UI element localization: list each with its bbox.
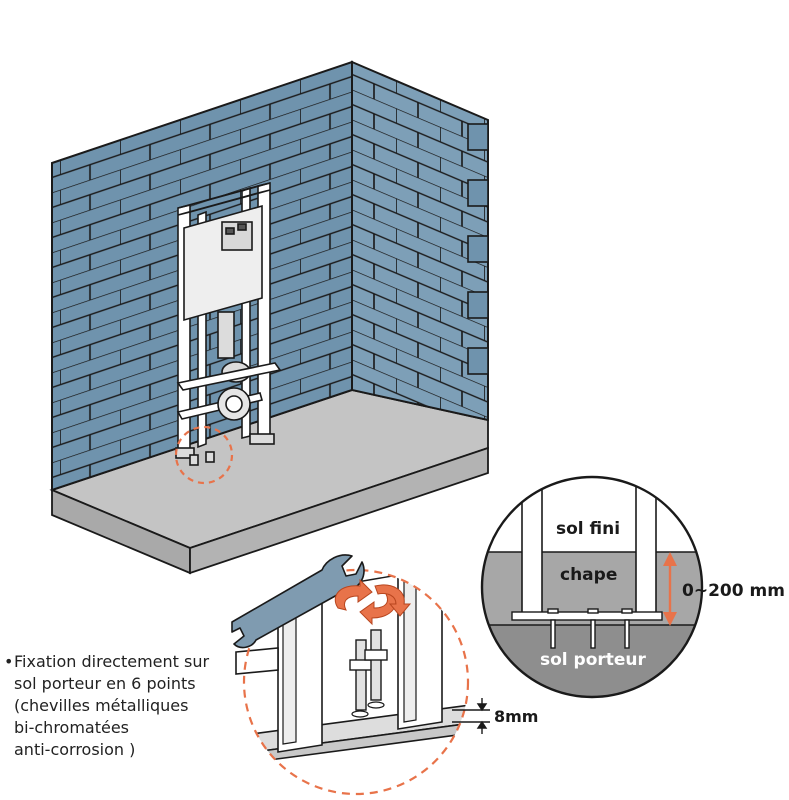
floor-slab — [49, 389, 489, 575]
wrench-icon — [231, 554, 365, 649]
wc-frame — [175, 181, 282, 466]
note-text-1: Fixation directement sur — [14, 652, 210, 671]
sol-fini-label: sol fini — [556, 519, 620, 539]
fixation-note: •Fixation directement sur sol porteur en… — [4, 651, 244, 761]
sol-porteur-label: sol porteur — [540, 650, 647, 670]
bullet-icon: • — [4, 652, 14, 671]
dimension-arrow-icon — [663, 552, 677, 626]
plate-thickness-dimension — [452, 698, 490, 734]
flush-plate-opening — [221, 221, 253, 251]
note-line-1: •Fixation directement sur — [4, 651, 244, 673]
rotate-arrows-icon — [334, 578, 412, 626]
note-line-2: sol porteur en 6 points — [14, 674, 196, 693]
side-brick-wall — [351, 60, 489, 422]
foot-highlight-circle — [174, 425, 234, 485]
note-line-4: bi-chromatées — [14, 718, 130, 737]
plate-thickness-label: 8mm — [494, 707, 538, 726]
note-line-5: anti-corrosion ) — [14, 740, 136, 759]
chape-label: chape — [560, 565, 617, 585]
floor-layer-detail — [480, 475, 704, 699]
height-range-label: 0~200 mm — [682, 581, 785, 601]
note-line-3: (chevilles métalliques — [14, 696, 189, 715]
